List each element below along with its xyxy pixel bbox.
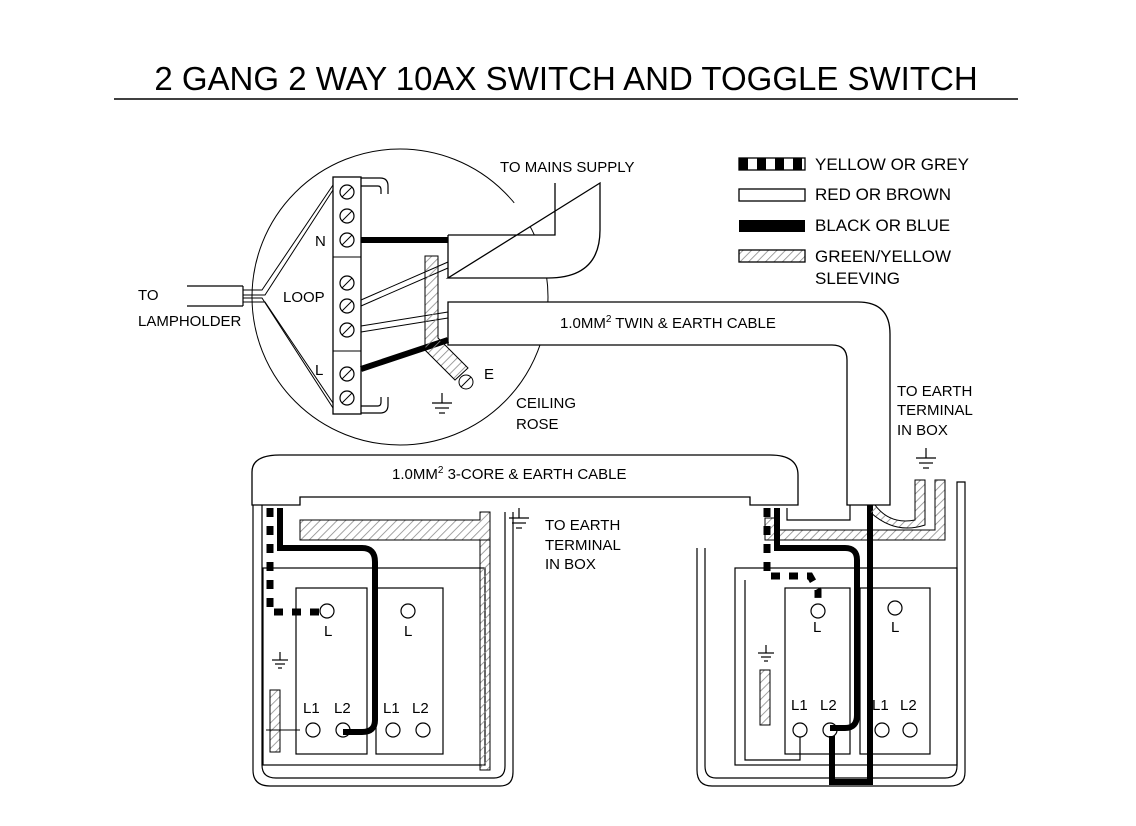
legend-swatch-red-brown (738, 188, 806, 202)
left-earth-sleeve (299, 511, 491, 541)
diagram-title: 2 GANG 2 WAY 10AX SWITCH AND TOGGLE SWIT… (154, 60, 977, 97)
label-earth-left-1: TO EARTH (545, 517, 620, 534)
right-a-l1: L1 (791, 697, 808, 714)
label-core-cable: 1.0MM2 3-CORE & EARTH CABLE (392, 465, 627, 483)
legend-label-yellow-grey: YELLOW OR GREY (815, 155, 969, 174)
legend-label-black-blue: BLACK OR BLUE (815, 216, 950, 235)
left-switch-earth-icon (272, 652, 288, 669)
rose-bottom-wire-loop (361, 397, 389, 414)
left-a-l1: L1 (303, 700, 320, 717)
label-l-rose: L (315, 362, 323, 379)
right-earth-icon (916, 448, 936, 469)
right-switch-terminals (792, 600, 918, 738)
left-b-l: L (404, 623, 412, 640)
label-mains-supply: TO MAINS SUPPLY (500, 159, 634, 176)
lampholder-flex (187, 184, 334, 409)
label-n: N (315, 233, 326, 250)
right-a-l: L (813, 619, 821, 636)
left-a-l: L (324, 623, 332, 640)
label-lampholder: LAMPHOLDER (138, 313, 242, 330)
label-to: TO (138, 287, 159, 304)
label-rose: ROSE (516, 416, 559, 433)
label-ceiling: CEILING (516, 395, 576, 412)
legend-swatch-black-blue (739, 220, 805, 232)
right-black-wire-1 (774, 508, 860, 731)
three-core-earth-cable (251, 454, 799, 506)
ceiling-rose-terminal-block (332, 176, 362, 415)
legend-label-green-yellow: GREEN/YELLOW (815, 247, 951, 266)
label-loop: LOOP (283, 289, 325, 306)
legend-label-red-brown: RED OR BROWN (815, 185, 951, 204)
mains-supply-cable (445, 181, 601, 279)
right-a-l2: L2 (820, 697, 837, 714)
label-e: E (484, 366, 494, 383)
label-earth-left-3: IN BOX (545, 556, 596, 573)
left-b-l2: L2 (412, 700, 429, 717)
legend: YELLOW OR GREY RED OR BROWN BLACK OR BLU… (738, 155, 969, 288)
label-earth-right-2: TERMINAL (897, 402, 973, 419)
left-earth-sleeve-down (479, 539, 491, 771)
legend-swatch-green-yellow (738, 249, 806, 263)
rose-top-wire-loop (361, 177, 389, 194)
label-twin-cable: 1.0MM2 TWIN & EARTH CABLE (560, 314, 776, 332)
left-switch-terminals (305, 603, 431, 738)
right-b-l: L (891, 619, 899, 636)
ceiling-rose-circle (251, 148, 549, 446)
legend-swatch-yellow-grey (738, 157, 806, 171)
left-a-l2: L2 (334, 700, 351, 717)
right-switch-earth-icon (758, 645, 774, 662)
label-earth-right-3: IN BOX (897, 422, 948, 439)
left-black-wire (277, 508, 378, 735)
right-black-wire-2 (829, 505, 873, 785)
twin-earth-cable (447, 301, 891, 506)
right-b-l2: L2 (900, 697, 917, 714)
label-earth-right-1: TO EARTH (897, 383, 972, 400)
right-red-wire (744, 505, 851, 761)
left-earth-icon (509, 508, 529, 529)
legend-label-sleeving: SLEEVING (815, 269, 900, 288)
label-earth-left-2: TERMINAL (545, 537, 621, 554)
right-b-l1: L1 (872, 697, 889, 714)
rose-earth-sleeve (424, 255, 474, 390)
right-earth-flex (869, 479, 926, 529)
right-yellow-wire (763, 508, 822, 604)
rose-earth-icon (432, 393, 452, 414)
left-b-l1: L1 (383, 700, 400, 717)
left-earth-sleeve-inner (269, 689, 281, 753)
right-earth-sleeve-inner (759, 669, 771, 726)
